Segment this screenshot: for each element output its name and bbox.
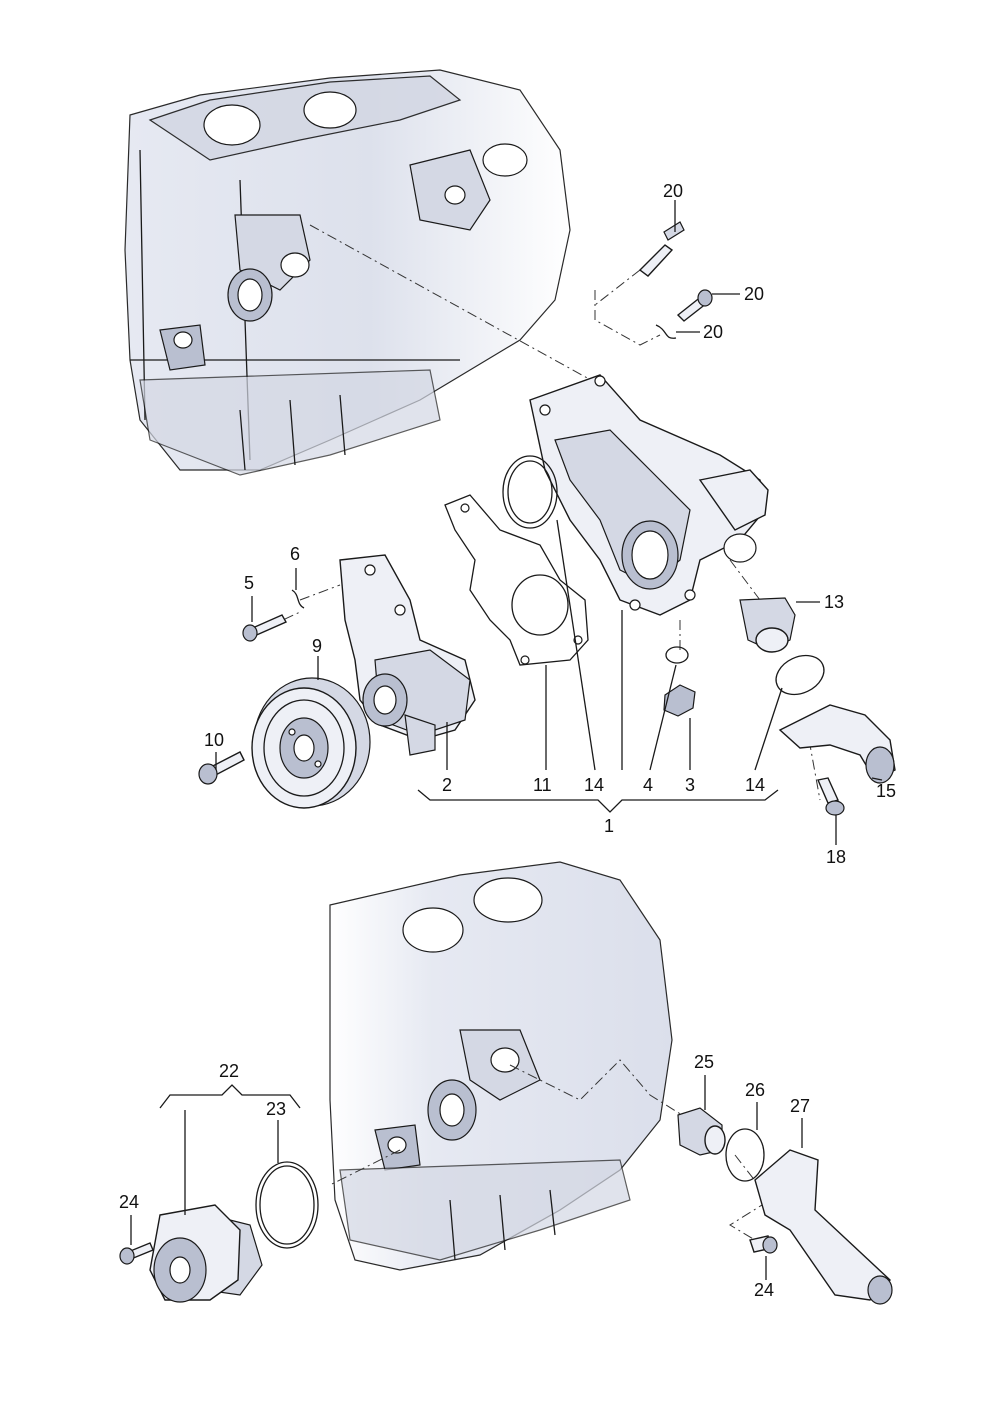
label-1: 1 [604,816,614,836]
label-9: 9 [312,636,322,656]
seal-ring-14b [775,654,825,696]
label-3: 3 [685,775,695,795]
bolt-20b [676,289,713,322]
water-pump-22 [149,1204,263,1303]
clip-20c [655,324,677,339]
label-15: 15 [876,781,896,801]
label-6: 6 [290,544,300,564]
label-27: 27 [790,1096,810,1116]
leader-lines-bottom [130,1075,803,1280]
plug-3 [663,684,696,717]
label-14a: 14 [584,775,604,795]
assembly-lines-bottom [329,1059,771,1241]
label-14b: 14 [745,775,765,795]
label-11: 11 [533,775,552,795]
o-ring-23 [255,1161,319,1249]
bolt-5 [242,614,287,642]
label-20b: 20 [744,284,764,304]
pulley-9 [251,677,371,809]
engine-block-top [124,69,571,476]
leader-lines-top [215,200,883,845]
seal-ring-26 [725,1128,765,1182]
label-25: 25 [694,1052,714,1072]
label-26: 26 [745,1080,765,1100]
label-4: 4 [643,775,653,795]
engine-block-bottom [329,861,673,1271]
thermostat-25 [677,1107,726,1156]
label-13: 13 [824,592,844,612]
water-pump-2 [339,554,476,756]
clip-6 [291,589,305,609]
washer-4 [665,646,689,664]
stud-20a [638,221,685,277]
label-5: 5 [244,573,254,593]
label-22: 22 [219,1061,239,1081]
label-20c: 20 [703,322,723,342]
connector-15 [778,704,896,784]
bolt-18 [817,777,845,816]
label-10: 10 [204,730,224,750]
bolt-24b [749,1235,778,1254]
label-23: 23 [266,1099,286,1119]
gasket-11 [444,494,589,666]
thermostat-13 [739,597,796,653]
part-labels: 20 20 20 13 6 5 9 10 2 11 14 4 3 14 15 1… [119,181,896,1300]
bolt-24a [119,1242,154,1265]
label-20a: 20 [663,181,683,201]
pump-housing [529,374,769,616]
label-24a: 24 [119,1192,139,1212]
label-2: 2 [442,775,452,795]
label-18: 18 [826,847,846,867]
bolt-10 [198,751,245,785]
connector-27 [754,1149,893,1305]
label-24b: 24 [754,1280,774,1300]
gasket-ring-14a [502,455,558,529]
